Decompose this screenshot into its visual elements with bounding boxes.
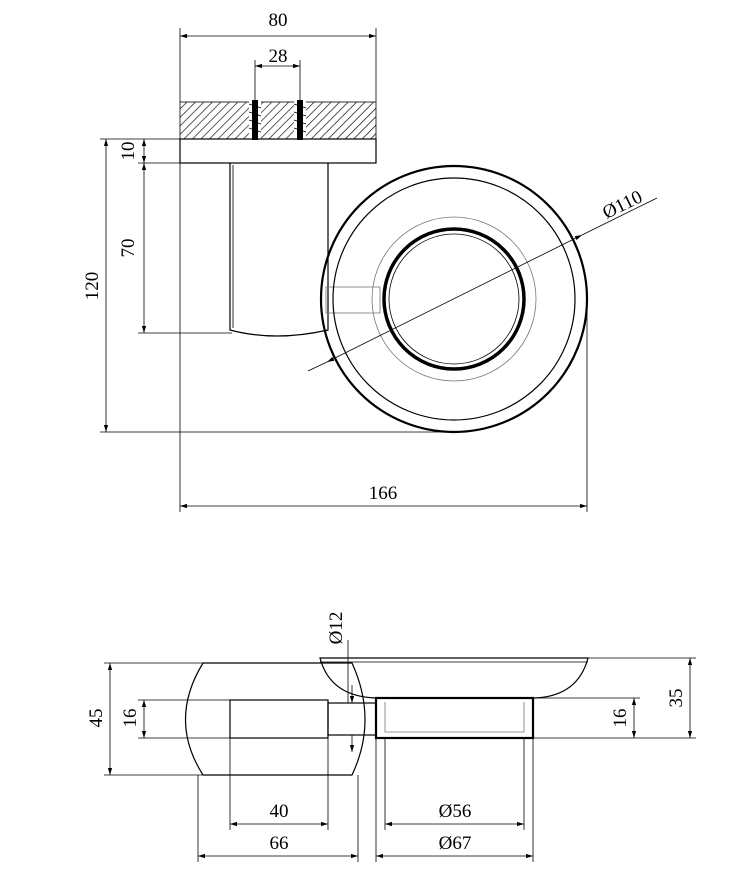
base-plate (179, 138, 377, 164)
bracket-slot (229, 699, 329, 739)
screw-left (248, 100, 262, 140)
dim-diameter-67: Ø67 (439, 833, 472, 854)
holder-cup (374, 696, 535, 740)
arm-body (229, 163, 329, 337)
dim-diameter-56: Ø56 (439, 801, 472, 822)
dim-diameter-12: Ø12 (326, 612, 347, 645)
dim-28: 28 (269, 46, 288, 67)
dim-45: 45 (86, 709, 107, 728)
dim-diameter-110: Ø110 (599, 187, 646, 224)
dim-70: 70 (118, 239, 139, 258)
dim-40: 40 (270, 801, 289, 822)
wall-hatch (179, 101, 377, 140)
dim-166: 166 (369, 483, 398, 504)
side-view: Ø12 45 16 16 35 40 (86, 612, 696, 862)
rod (327, 702, 377, 736)
dish-bowl (319, 657, 589, 699)
bracket-body (184, 662, 366, 776)
dim-10: 10 (118, 142, 139, 161)
dim-16-right: 16 (610, 709, 631, 728)
dim-line-110 (326, 234, 583, 363)
screw-right (293, 100, 307, 140)
dim-80: 80 (269, 10, 288, 31)
dim-66: 66 (270, 833, 289, 854)
top-view: 80 28 10 70 120 Ø110 166 (82, 10, 658, 512)
dim-16-left: 16 (120, 709, 141, 728)
dim-35: 35 (666, 689, 687, 708)
dim-120: 120 (82, 272, 103, 301)
